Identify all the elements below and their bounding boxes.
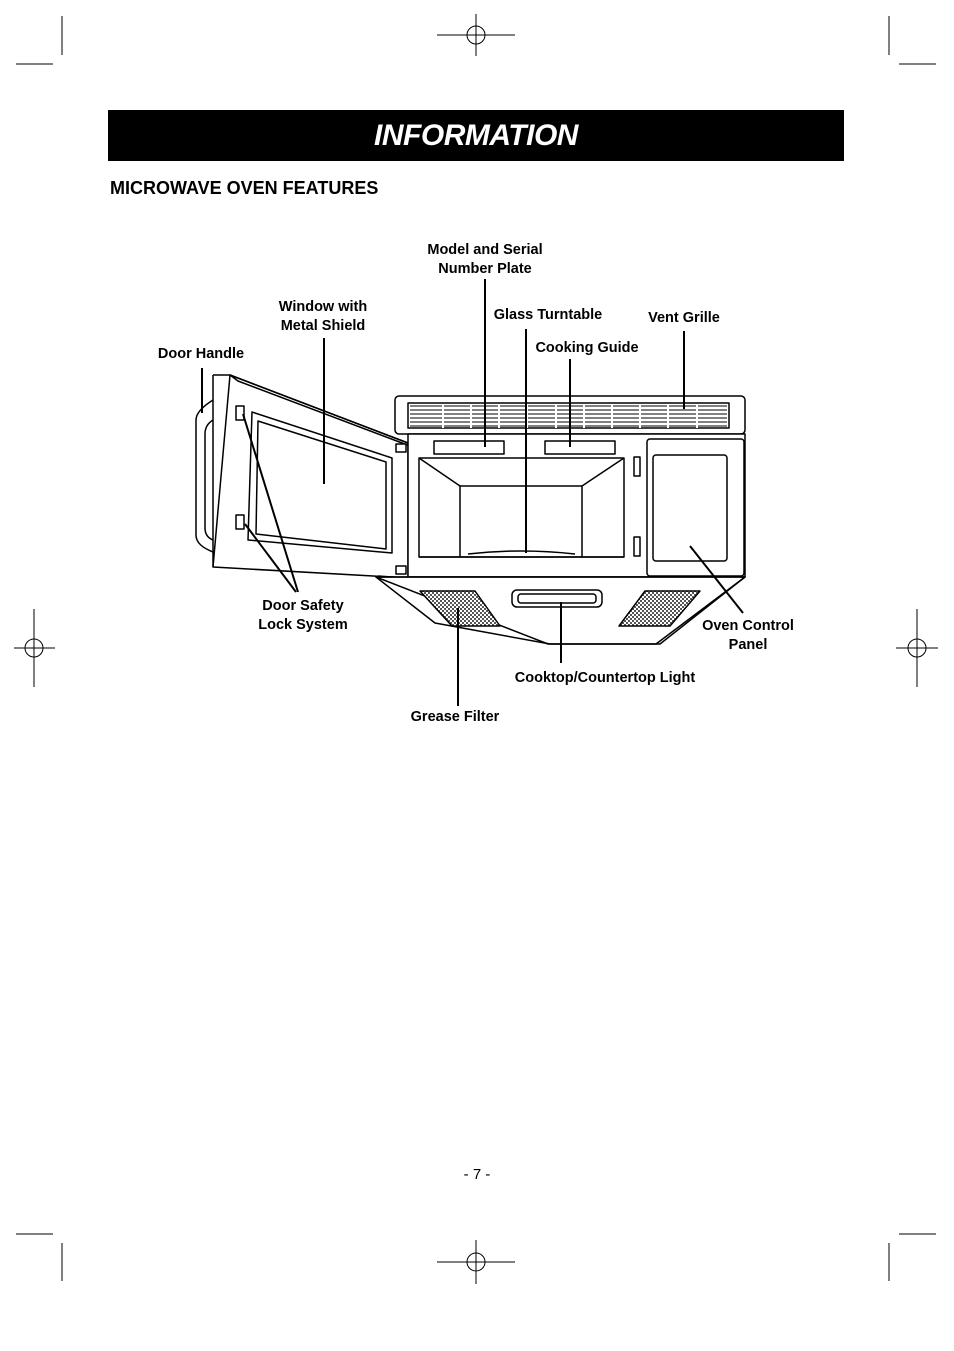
door bbox=[195, 374, 411, 579]
label-window-line1: Window with bbox=[278, 299, 368, 315]
page-title: INFORMATION bbox=[374, 118, 578, 152]
label-window-metal-shield: Window with Metal Shield bbox=[262, 298, 384, 335]
label-oven-control-line1: Oven Control bbox=[702, 618, 794, 634]
label-cooking-guide: Cooking Guide bbox=[535, 340, 639, 356]
header-banner: INFORMATION bbox=[108, 110, 844, 161]
label-vent-grille: Vent Grille bbox=[648, 310, 720, 326]
page-number: - 7 - bbox=[463, 1166, 491, 1183]
label-glass-turntable: Glass Turntable bbox=[493, 307, 603, 323]
section-title: MICROWAVE OVEN FEATURES bbox=[110, 178, 379, 198]
grease-filter-right bbox=[618, 590, 701, 627]
label-oven-control-line2: Panel bbox=[728, 636, 768, 653]
label-window-line2: Metal Shield bbox=[280, 317, 366, 334]
label-oven-control-panel: Oven Control Panel bbox=[696, 617, 800, 654]
label-model-serial-plate: Model and Serial Number Plate bbox=[419, 241, 551, 278]
grease-filter-left bbox=[419, 590, 501, 627]
label-grease-filter: Grease Filter bbox=[410, 709, 500, 725]
label-door-safety-line1: Door Safety bbox=[262, 598, 344, 614]
label-cooktop-light: Cooktop/Countertop Light bbox=[514, 670, 696, 686]
label-door-handle: Door Handle bbox=[157, 346, 245, 362]
label-model-plate-line1: Model and Serial bbox=[427, 242, 543, 258]
label-door-safety-line2: Lock System bbox=[258, 616, 348, 633]
label-door-safety-lock: Door Safety Lock System bbox=[248, 597, 358, 634]
label-model-plate-line2: Number Plate bbox=[438, 260, 532, 277]
oven-body bbox=[407, 433, 746, 578]
